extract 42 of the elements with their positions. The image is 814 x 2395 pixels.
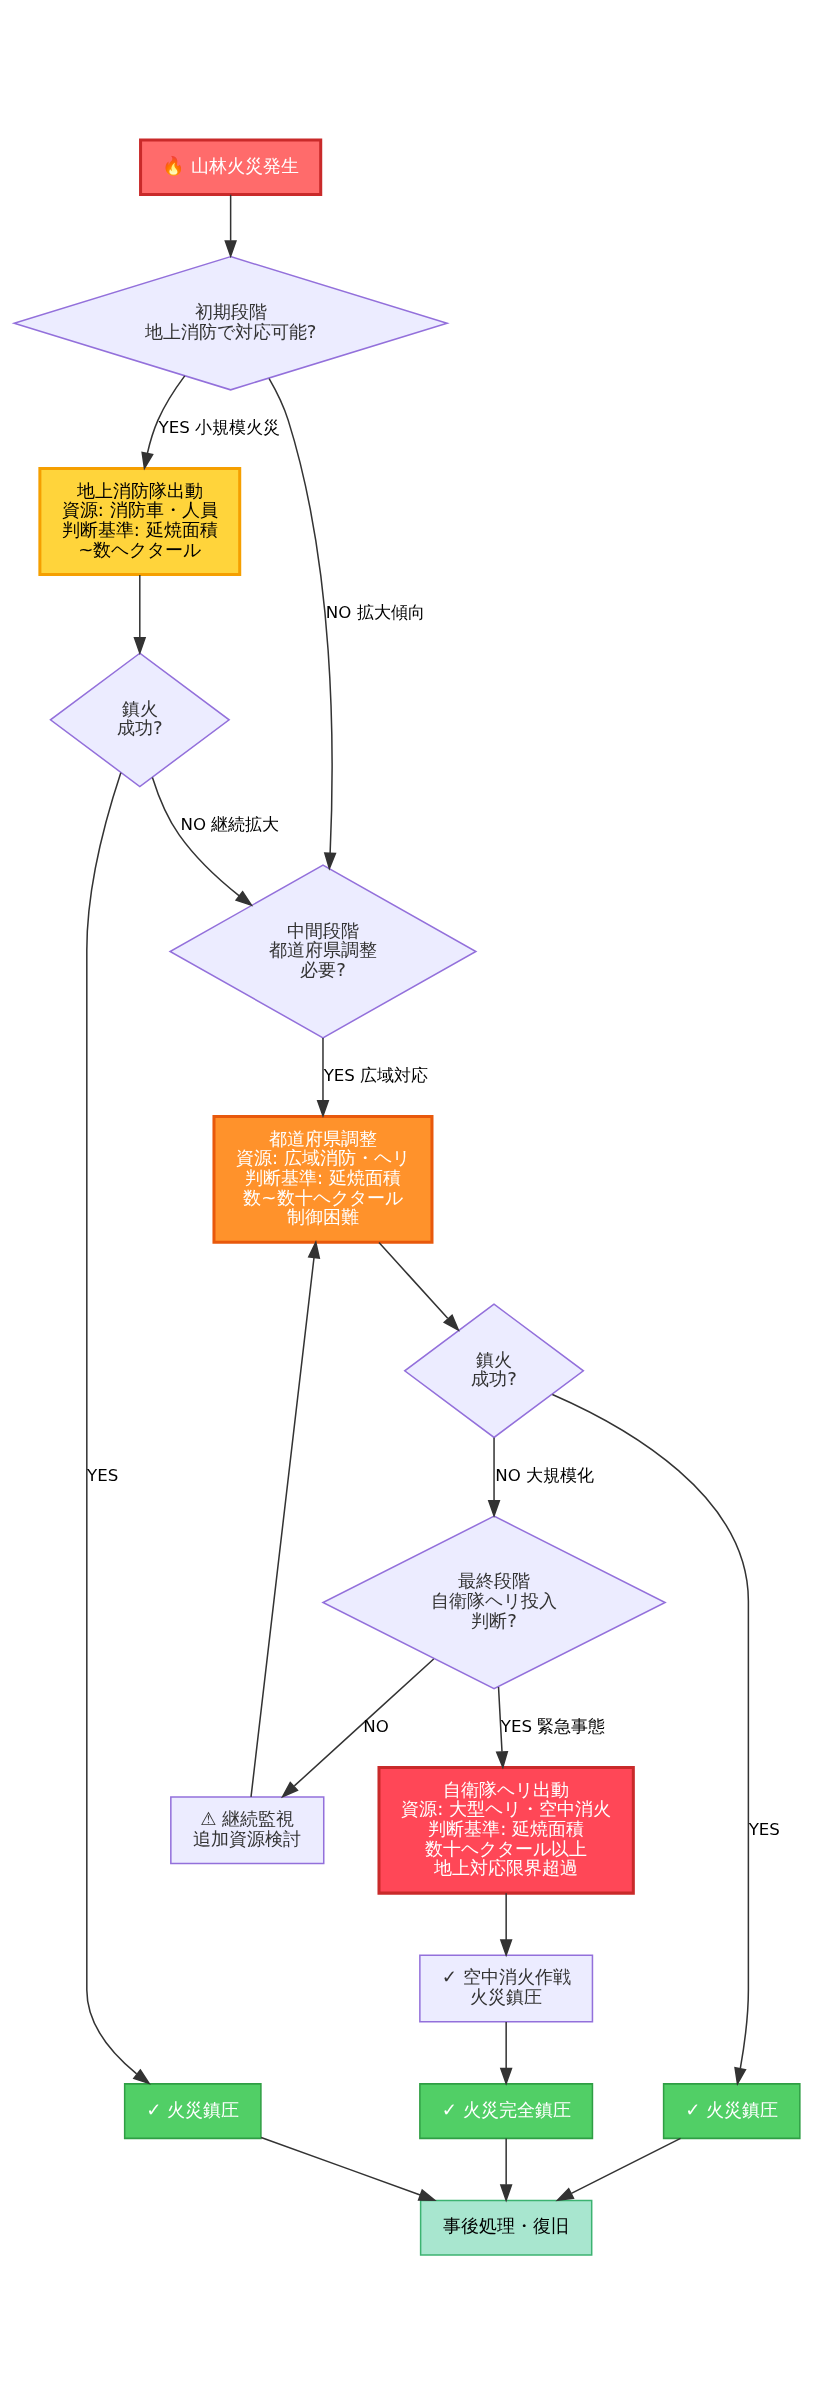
node-diamond: 中間段階 都道府県調整 必要? xyxy=(168,864,478,1039)
arrow xyxy=(551,1393,750,2086)
arrow xyxy=(151,776,254,907)
edge-label: NO 拡大傾向 xyxy=(325,603,425,623)
arrow xyxy=(224,194,237,259)
node-box: ✓ 火災鎮圧 xyxy=(662,2083,801,2140)
arrow xyxy=(280,1658,435,1799)
node-box: 地上消防隊出動 資源: 消防車・人員 判断基準: 延焼面積 ~数ヘクタール xyxy=(38,467,242,577)
edge-label: NO xyxy=(363,1717,389,1737)
edge-label: YES 広域対応 xyxy=(323,1066,429,1086)
node-box: 自衛隊ヘリ出動 資源: 大型ヘリ・空中消火 判断基準: 延焼面積 数十ヘクタール以上 地上対応限界超過 xyxy=(377,1765,635,1895)
node-box: ✓ 空中消火作戦 火災鎮圧 xyxy=(419,1954,594,2023)
edge-label: YES xyxy=(748,1819,780,1839)
node-diamond: 鎮火 成功? xyxy=(49,652,231,788)
arrow xyxy=(495,1686,509,1770)
edge-label: YES xyxy=(87,1466,119,1486)
arrow xyxy=(487,1437,501,1519)
edge-label: YES 緊急事態 xyxy=(500,1717,606,1737)
node-box: 事後処理・復旧 xyxy=(419,2199,593,2256)
arrow xyxy=(141,375,186,471)
arrow xyxy=(268,377,337,871)
edge-label: NO 継続拡大 xyxy=(180,815,280,835)
edge-label: NO 大規模化 xyxy=(495,1466,595,1486)
node-diamond: 初期段階 地上消防で対応可能? xyxy=(11,255,450,391)
arrow xyxy=(86,772,151,2085)
edge-label: YES 小規模火災 xyxy=(158,418,281,438)
arrow xyxy=(250,1240,321,1798)
node-box: ⚠ 継続監視 追加資源検討 xyxy=(170,1796,325,1865)
node-box: 都道府県調整 資源: 広域消防・ヘリ 判断基準: 延焼面積 数~数十ヘクタール 制御困難 xyxy=(212,1115,434,1244)
arrow xyxy=(499,1892,513,1958)
arrow xyxy=(316,1037,330,1119)
arrow xyxy=(499,2021,513,2086)
arrow xyxy=(260,2136,437,2202)
arrow xyxy=(499,2137,513,2203)
arrow xyxy=(555,2137,682,2202)
node-box: 🔥 山林火災発生 xyxy=(139,138,323,197)
node-diamond: 最終段階 自衛隊ヘリ投入 判断? xyxy=(321,1515,667,1690)
node-box: ✓ 火災鎮圧 xyxy=(123,2083,262,2140)
arrow xyxy=(133,574,147,656)
arrow xyxy=(378,1241,460,1332)
node-diamond: 鎮火 成功? xyxy=(403,1303,585,1439)
node-box: ✓ 火災完全鎮圧 xyxy=(419,2083,594,2140)
